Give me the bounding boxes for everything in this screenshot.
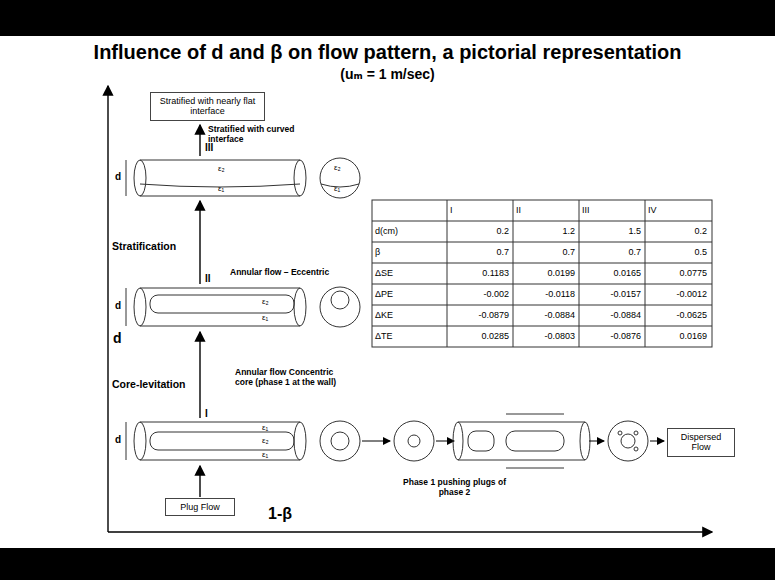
annotation-label: II [205,273,211,284]
annotation-label: Stratified with curved interface [208,125,303,145]
slide-title: Influence of d and β on flow pattern, a … [0,41,775,64]
annotation-label: 1-β [268,505,292,523]
table-cell: IV [648,205,707,215]
table-cell: -0.002 [450,289,509,299]
annotation-label: ε₂ [262,297,269,306]
table-cell: ΔPE [375,289,443,299]
annotation-label: ε₂ [334,163,341,172]
table-cell: III [582,205,641,215]
table-cell: ΔKE [375,310,443,320]
table-cell: 0.2 [450,226,509,236]
annotation-label: Annular flow Concentric core (phase 1 at… [235,368,347,388]
slide-subtitle: (uₘ = 1 m/sec) [0,66,775,82]
table-cell: 0.0199 [516,268,575,278]
flow-box: Dispersed Flow [667,428,735,457]
annotation-label: Annular flow – Eccentric [230,267,329,277]
annotation-label: Core-levitation [112,378,186,390]
table-cell: -0.0876 [582,331,641,341]
table-cell: ΔSE [375,268,443,278]
table-cell: 0.7 [450,247,509,257]
table-cell: -0.0625 [648,310,707,320]
table-cell: 0.0775 [648,268,707,278]
table-cell: I [450,205,509,215]
table-cell: 0.2 [648,226,707,236]
table-cell: 1.2 [516,226,575,236]
table-cell: -0.0884 [582,310,641,320]
table-cell: ΔTE [375,331,443,341]
table-cell: 0.7 [516,247,575,257]
annotation-label: ε₂ [262,436,269,445]
annotation-label: ε₂ [218,164,225,173]
table-cell: 0.0285 [450,331,509,341]
annotation-label: d [113,330,122,346]
box-text: Plug Flow [171,502,229,512]
annotation-label: I [205,408,208,419]
table-cell: β [375,247,443,257]
table-cell: II [516,205,575,215]
annotation-label: d [115,171,121,182]
table-cell: -0.0879 [450,310,509,320]
annotation-label: d [115,434,121,445]
top-bar [0,0,775,36]
annotation-label: ε₁ [262,423,268,432]
table-cell: -0.0803 [516,331,575,341]
table-cell: -0.0118 [516,289,575,299]
table-cell: 0.0165 [582,268,641,278]
box-text: Stratified with nearly flat interface [156,96,259,117]
flow-box: Stratified with nearly flat interface [150,92,265,121]
annotation-label: ε₁ [262,450,268,459]
bottom-bar [0,548,775,580]
table-cell: 1.5 [582,226,641,236]
box-text: Dispersed Flow [673,432,729,453]
table-cell: 0.5 [648,247,707,257]
annotation-label: ε₁ [262,313,268,322]
annotation-label: ε₁ [218,184,224,193]
annotation-label: ε₁ [334,184,340,193]
annotation-label: Stratification [112,240,176,252]
table-cell: 0.7 [582,247,641,257]
table-cell: 0.1183 [450,268,509,278]
table-cell: d(cm) [375,226,443,236]
table-cell: -0.0012 [648,289,707,299]
table-cell: -0.0884 [516,310,575,320]
annotation-label: d [115,300,121,311]
table-cell: -0.0157 [582,289,641,299]
table-cell: 0.0169 [648,331,707,341]
annotation-label: Phase 1 pushing plugs of phase 2 [392,478,517,498]
flow-box: Plug Flow [165,498,235,516]
